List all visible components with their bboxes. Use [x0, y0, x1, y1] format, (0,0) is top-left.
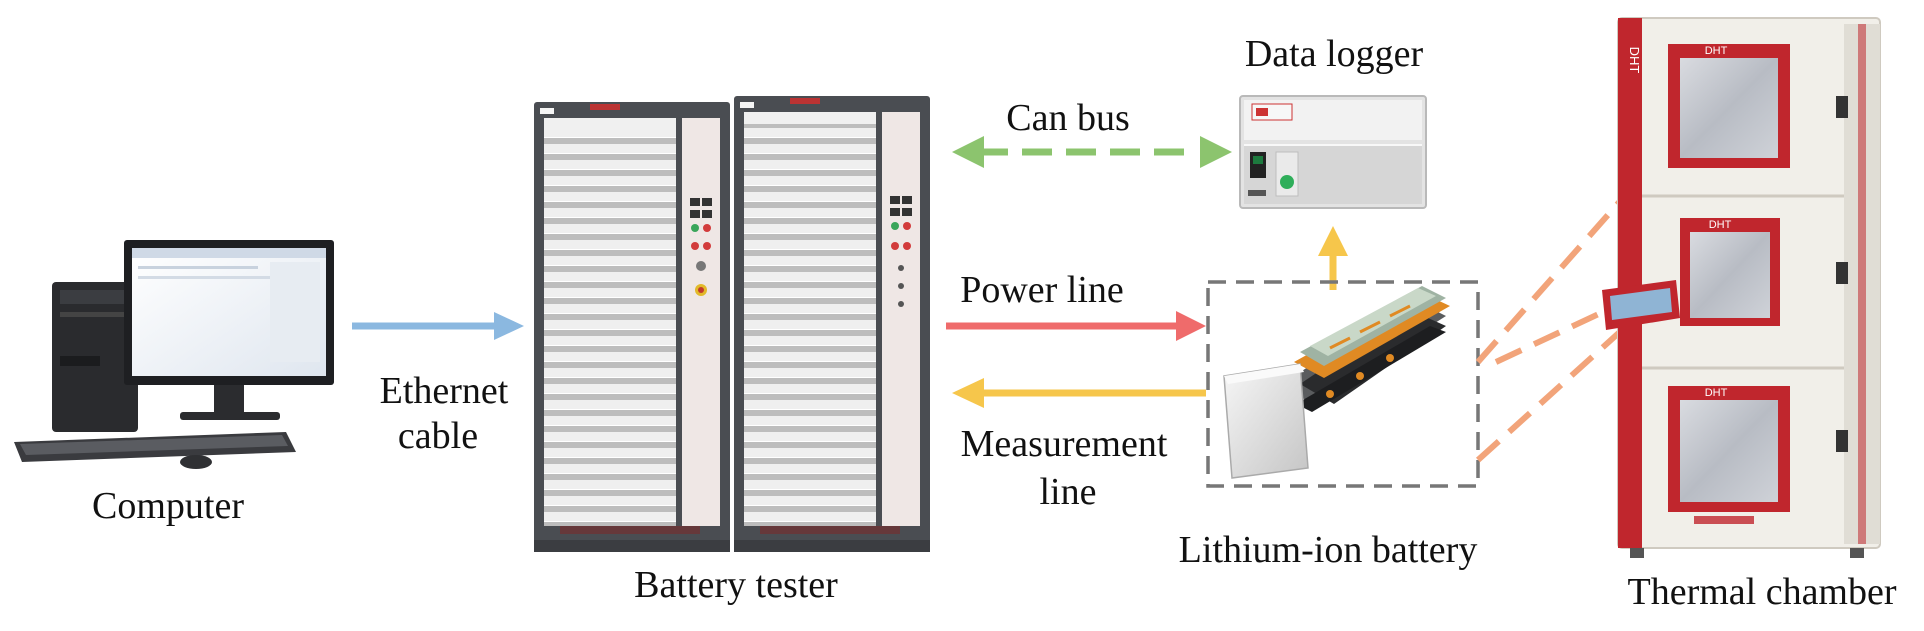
- power-line-label: Power line: [960, 269, 1124, 311]
- chamber-brand-vertical: DHT: [1627, 47, 1642, 74]
- battery-to-logger-arrow: [1318, 226, 1348, 290]
- thermal-chamber: DHT DHT DHT DHT: [1602, 17, 1881, 558]
- chamber-brand-top: DHT: [1705, 45, 1728, 57]
- thermal-chamber-label: Thermal chamber: [1627, 571, 1896, 613]
- power-line-arrow: [946, 311, 1206, 341]
- lithium-ion-battery: [1206, 280, 1480, 488]
- can-bus-arrow: [952, 136, 1232, 168]
- data-logger-label: Data logger: [1245, 33, 1424, 75]
- measurement-label-line2: line: [1040, 471, 1097, 513]
- battery-tester: [534, 96, 930, 552]
- ethernet-label-line1: Ethernet: [380, 370, 509, 412]
- ethernet-label-line2: cable: [398, 415, 478, 457]
- battery-tester-label: Battery tester: [634, 564, 838, 606]
- chamber-brand-bottom: DHT: [1705, 387, 1728, 399]
- computer-label: Computer: [92, 485, 244, 527]
- battery-label: Lithium-ion battery: [1179, 529, 1478, 571]
- computer: [14, 240, 334, 469]
- chamber-brand-middle: DHT: [1709, 219, 1732, 231]
- measurement-label-line1: Measurement: [961, 423, 1168, 465]
- measurement-line-arrow: [952, 378, 1206, 408]
- ethernet-arrow: [352, 312, 524, 340]
- data-logger: [1239, 95, 1427, 209]
- battery-dashed-frame: [1206, 280, 1480, 488]
- computer-mouse: [180, 455, 212, 469]
- can-bus-label: Can bus: [1006, 97, 1130, 139]
